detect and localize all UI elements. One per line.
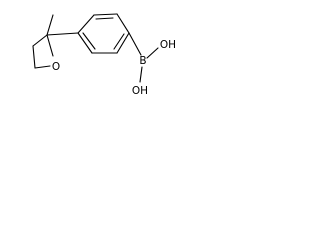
benzene-bond-4 (116, 32, 130, 54)
ring-link-bond (46, 32, 79, 36)
oxygen-label: O (52, 61, 60, 73)
oxetane-bond-c3-c4 (32, 45, 36, 69)
carbon-boron-bond (128, 32, 142, 56)
oxetane-bond-o-c2 (46, 34, 54, 57)
benzene-bond-6 (77, 32, 93, 54)
benzene-double-bond-2 (113, 33, 125, 50)
structure-diagram: O B OH OH (32, 13, 176, 97)
benzene-bond-3 (116, 13, 130, 34)
boron-label: B (139, 55, 146, 67)
benzene-bond-1 (77, 14, 95, 34)
boron-oh-top-bond (146, 47, 159, 59)
oxetane-bond-c4-o (34, 65, 51, 69)
hydroxyl-bottom-label: OH (132, 85, 148, 97)
hydroxyl-top-label: OH (160, 39, 176, 51)
boron-oh-bottom-bond (139, 66, 143, 83)
methyl-bond (46, 14, 54, 36)
oxetane-bond-c2-c3 (32, 34, 48, 47)
benzene-double-bond-1 (95, 17, 114, 20)
benzene-bond-2 (93, 13, 118, 16)
benzene-double-bond-3 (82, 32, 96, 50)
